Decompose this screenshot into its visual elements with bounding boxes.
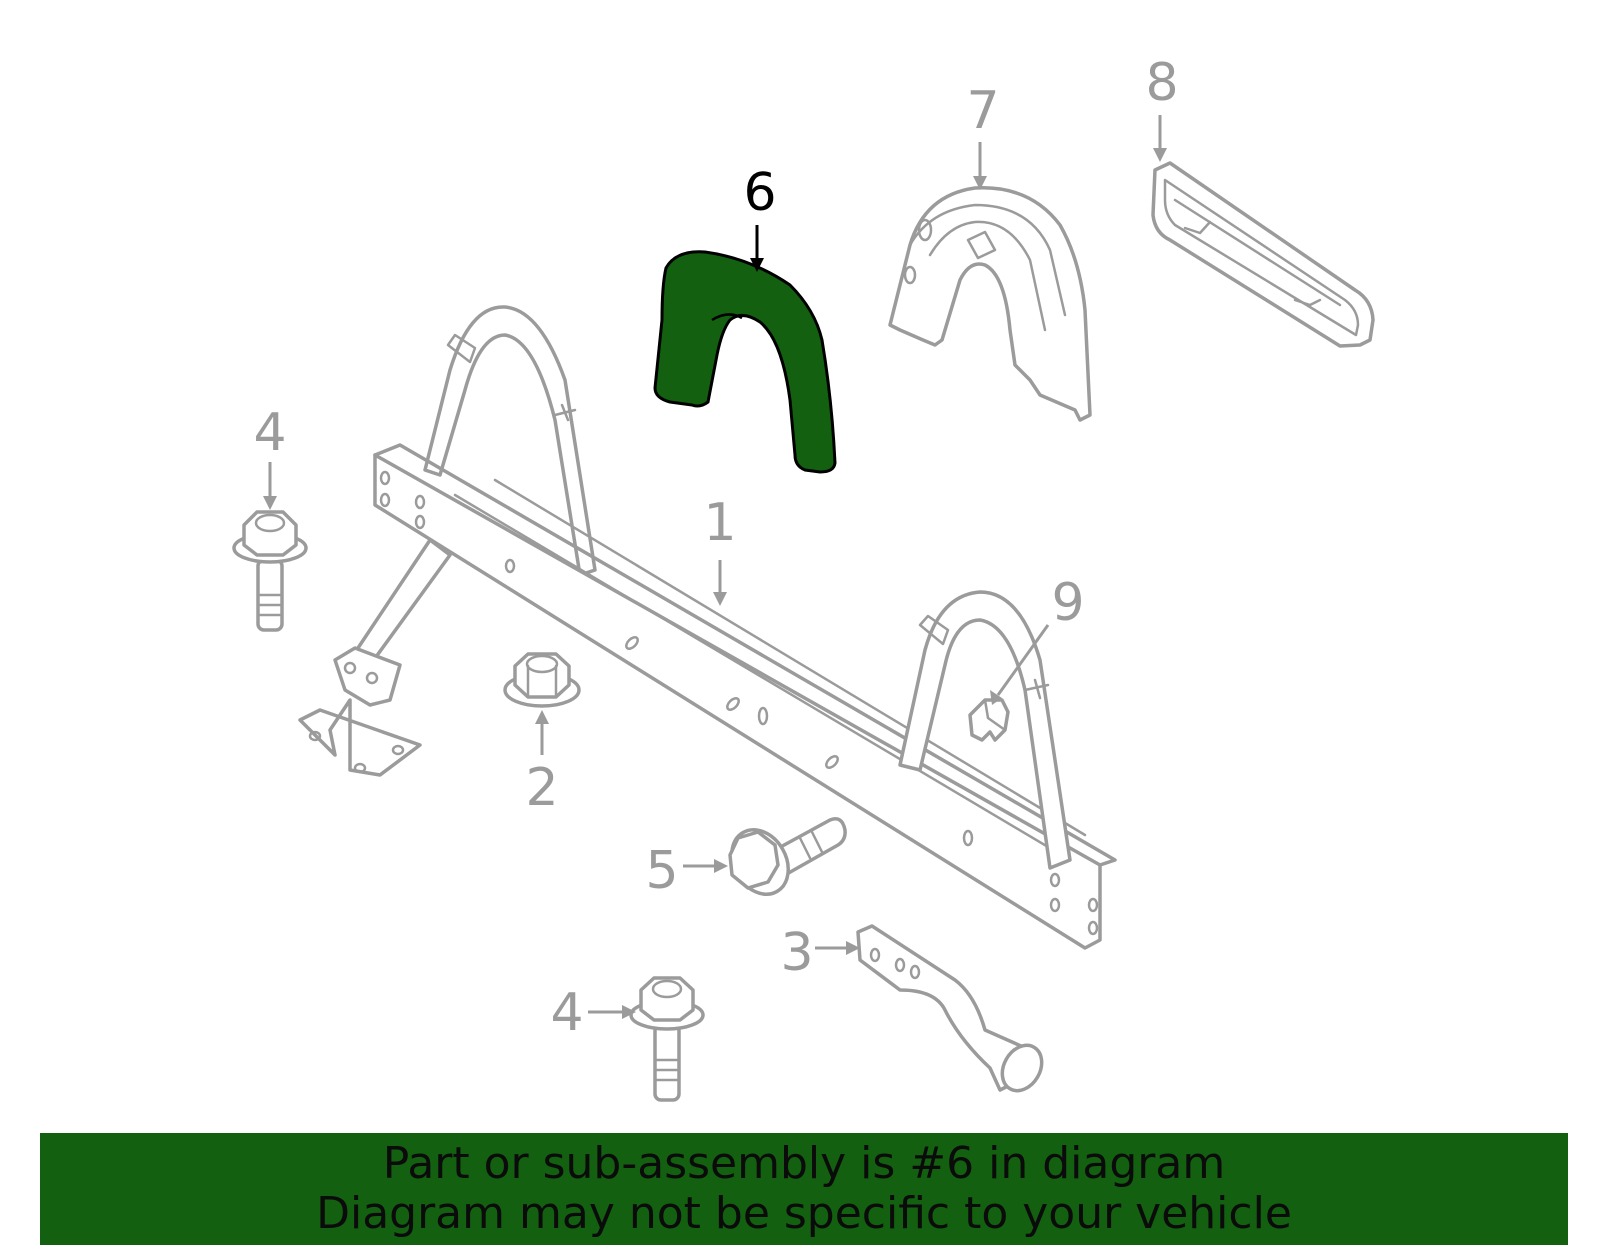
callout-1: 1 (703, 493, 737, 606)
callout-3-label: 3 (780, 923, 813, 983)
part-3-bracket (856, 924, 1044, 1093)
callout-8: 8 (1145, 53, 1179, 162)
part-1-roll-bar-frame (298, 305, 1117, 950)
callout-6-label: 6 (743, 163, 776, 223)
callout-7-label: 7 (966, 81, 999, 141)
callout-6-highlighted: 6 (743, 163, 777, 272)
part-9-clip (968, 698, 1010, 742)
callout-4-lower: 4 (550, 983, 636, 1043)
callout-5: 5 (645, 841, 728, 901)
part-5-bolt (728, 817, 847, 896)
callout-9: 9 (990, 573, 1085, 705)
part-4-flange-bolt-upper (232, 510, 308, 632)
info-banner: Part or sub-assembly is #6 in diagram Di… (40, 1133, 1568, 1245)
callout-2-label: 2 (525, 758, 558, 818)
callout-4-upper-label: 4 (253, 403, 286, 463)
callout-3: 3 (780, 923, 860, 983)
part-4-flange-bolt-lower (629, 976, 705, 1102)
callout-2: 2 (525, 710, 559, 818)
part-7-trim-panel (888, 186, 1092, 422)
callout-5-label: 5 (645, 841, 678, 901)
callout-9-label: 9 (1051, 573, 1084, 633)
part-8-panel-frame (1151, 161, 1375, 348)
banner-line-2: Diagram may not be specific to your vehi… (316, 1188, 1292, 1239)
part-2-flange-nut (503, 652, 581, 708)
callout-4-upper: 4 (253, 403, 287, 510)
callout-1-label: 1 (703, 493, 736, 553)
callout-8-label: 8 (1145, 53, 1178, 113)
callout-4-lower-label: 4 (550, 983, 583, 1043)
part-6-highlighted-trim (653, 250, 837, 474)
callout-7: 7 (966, 81, 1000, 190)
banner-line-1: Part or sub-assembly is #6 in diagram (382, 1138, 1226, 1189)
